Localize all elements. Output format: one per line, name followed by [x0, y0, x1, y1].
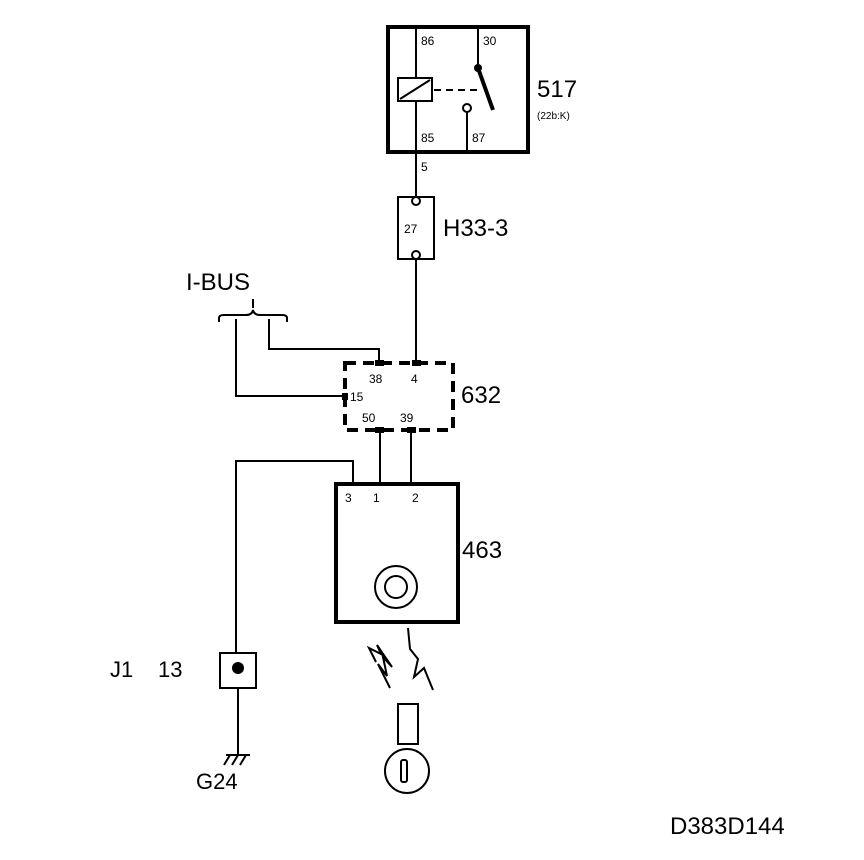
pin-85-label: 85: [421, 131, 435, 145]
wire-ibus-to-38: [268, 319, 380, 363]
relay-note-label: (22b:K): [537, 111, 570, 122]
junction-j1: J1 13: [110, 652, 257, 689]
ground-g24: G24: [196, 754, 250, 794]
junction-dot-icon: [232, 662, 244, 674]
pin-3-label: 3: [345, 491, 352, 505]
diagram-id-label: D383D144: [670, 813, 785, 840]
module-463-box: [334, 482, 460, 624]
relay-switch-icon: [476, 67, 495, 111]
pin-38-label: 38: [369, 372, 383, 386]
pin-87-label: 87: [472, 131, 486, 145]
i-bus-label: I-BUS: [186, 269, 250, 296]
module-632: 38 4 15 50 39 632: [342, 360, 501, 433]
relay-517-box: [386, 25, 530, 154]
ground-id-label: G24: [196, 769, 238, 794]
junction-num-label: 13: [158, 657, 182, 682]
connector-id-label: H33-3: [443, 215, 508, 242]
rf-signal-icon: [366, 627, 434, 691]
module-463: 3 1 2 463: [334, 482, 502, 624]
pin-4-label: 4: [411, 372, 418, 386]
wire-463-to-j1: [235, 460, 354, 653]
i-bus: I-BUS: [186, 269, 380, 397]
pin-1-label: 1: [373, 491, 380, 505]
module-632-id-label: 632: [461, 382, 501, 409]
wire-ibus-to-15: [235, 319, 345, 397]
pin-30-label: 30: [483, 34, 497, 48]
pin-50-label: 50: [362, 411, 376, 425]
pin-86-label: 86: [421, 34, 435, 48]
i-bus-brace-icon: [218, 309, 288, 322]
module-463-id-label: 463: [462, 537, 502, 564]
connector-h33-3: 27 H33-3: [397, 196, 508, 260]
antenna-coil-icon: [374, 565, 418, 609]
relay-id-label: 517: [537, 76, 577, 103]
pin-39-label: 39: [400, 411, 414, 425]
relay-517: 86 30 85 87 517 (22b:K): [386, 25, 577, 154]
ignition-key-icon: [384, 703, 430, 794]
connector-pin-27-label: 27: [404, 222, 418, 236]
pin-2-label: 2: [412, 491, 419, 505]
pin-15-label: 15: [350, 390, 364, 404]
wire-5-label: 5: [421, 160, 428, 174]
junction-id-label: J1: [110, 657, 133, 682]
